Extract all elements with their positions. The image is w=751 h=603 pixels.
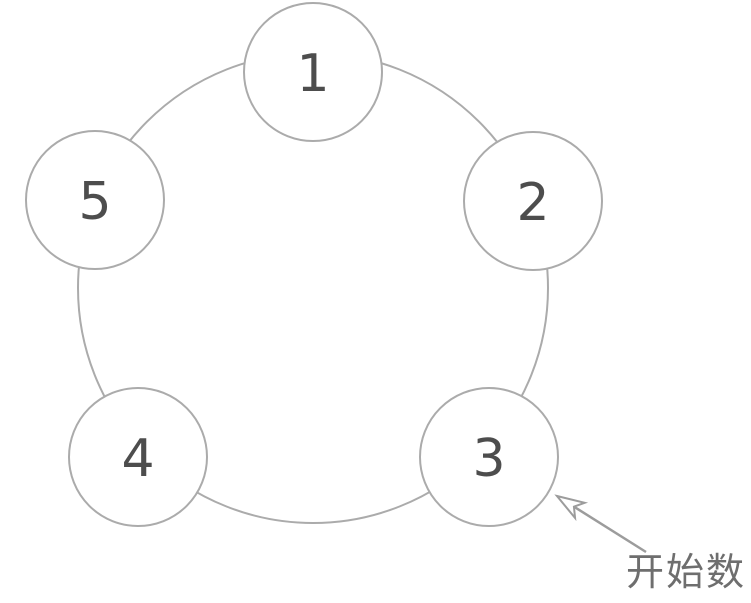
- node-label-5: 5: [78, 172, 111, 232]
- start-arrow-head: [554, 494, 589, 522]
- annotation-label: 开始数: [626, 550, 747, 594]
- node-circle-4: [68, 387, 208, 527]
- node-label-2: 2: [516, 173, 549, 233]
- node-label-1: 1: [296, 44, 329, 104]
- node-circle-1: [243, 2, 383, 142]
- node-circle-5: [25, 130, 165, 270]
- node-circle-3: [419, 387, 559, 527]
- node-label-4: 4: [121, 429, 154, 489]
- start-arrow-shaft: [573, 505, 647, 554]
- node-label-3: 3: [472, 429, 505, 489]
- node-circle-2: [463, 131, 603, 271]
